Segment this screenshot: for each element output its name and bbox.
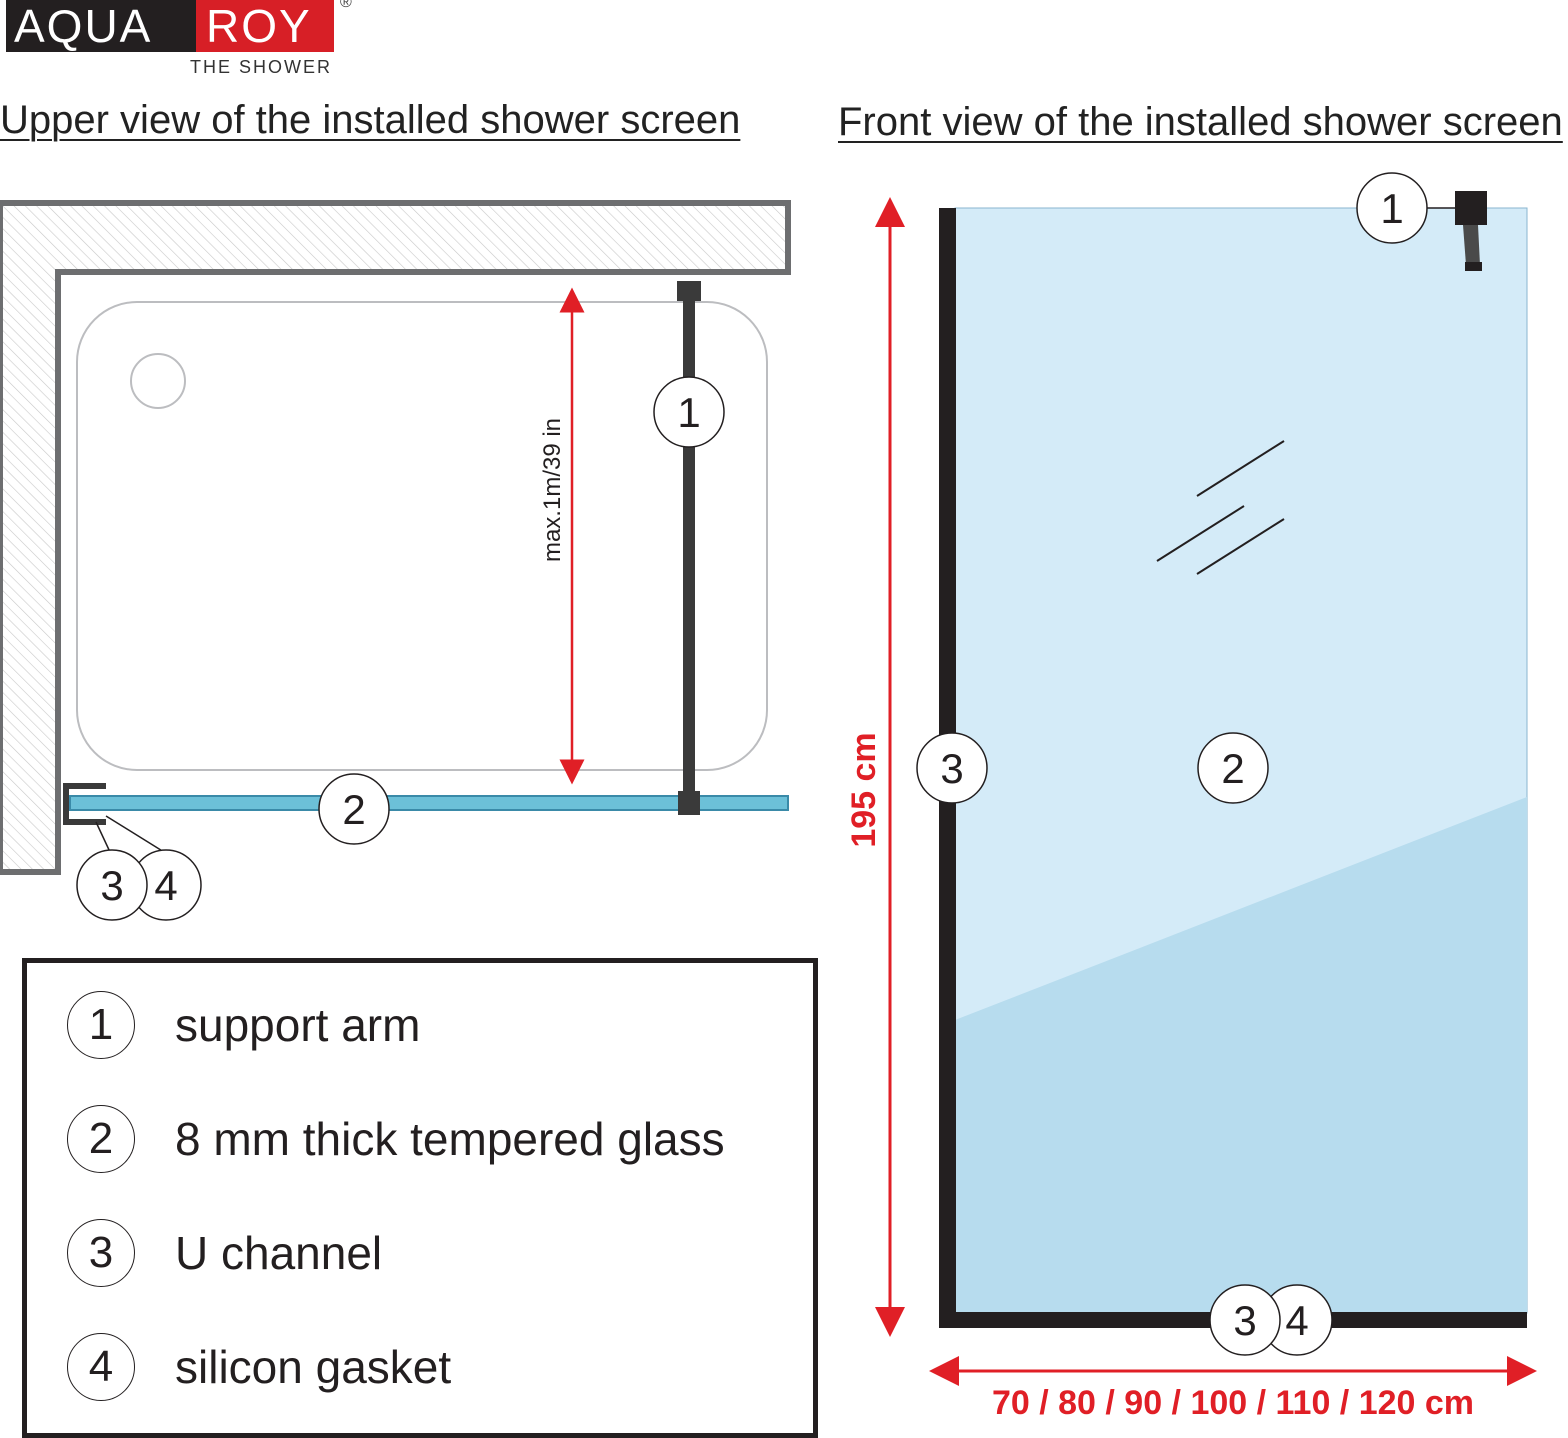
callout-front-2: 2 xyxy=(1197,732,1269,804)
support-arm-bracket xyxy=(1463,225,1480,265)
support-arm-clamp xyxy=(678,791,700,815)
logo-brand-right: ROY xyxy=(196,0,334,52)
height-dimension-label: 195 cm xyxy=(845,732,883,847)
callout-upper-2: 2 xyxy=(318,773,390,845)
legend-item-u-channel: 3 U channel xyxy=(67,1217,382,1289)
upper-view-title: Upper view of the installed shower scree… xyxy=(0,98,741,142)
glass-reflection xyxy=(955,797,1527,1313)
upper-view: max.1m/39 in 1 2 4 3 xyxy=(0,200,791,921)
support-arm-foot xyxy=(1465,262,1482,271)
legend-number: 1 xyxy=(67,991,135,1059)
logo-brand-left: AQUA xyxy=(6,0,196,52)
legend-label: support arm xyxy=(175,999,421,1051)
legend-label: U channel xyxy=(175,1227,383,1279)
u-channel xyxy=(63,783,106,825)
support-arm xyxy=(683,298,695,796)
legend-number: 4 xyxy=(67,1333,135,1401)
support-arm-mount xyxy=(677,281,701,301)
callout-front-3: 3 xyxy=(916,732,988,804)
leader-4 xyxy=(105,815,165,853)
support-arm-front xyxy=(1455,191,1487,225)
svg-text:3: 3 xyxy=(100,862,123,909)
callout-front-1: 1 xyxy=(1356,172,1428,244)
brand-logo: AQUA ROY xyxy=(6,0,334,52)
svg-text:1: 1 xyxy=(1380,185,1403,232)
legend-item-support-arm: 1 support arm xyxy=(67,989,420,1061)
callout-upper-1: 1 xyxy=(653,376,725,448)
shower-tray xyxy=(76,301,768,771)
svg-text:4: 4 xyxy=(154,862,177,909)
front-view-title: Front view of the installed shower scree… xyxy=(838,100,1563,144)
legend-number: 3 xyxy=(67,1219,135,1287)
max-dimension-label: max.1m/39 in xyxy=(539,418,566,562)
legend-label: silicon gasket xyxy=(175,1341,452,1393)
glass-top-view xyxy=(69,795,789,811)
legend-label: 8 mm thick tempered glass xyxy=(175,1113,725,1165)
svg-text:1: 1 xyxy=(677,389,700,436)
svg-text:2: 2 xyxy=(1221,745,1244,792)
front-view: 195 cm 70 / 80 / 90 / 100 / 110 / 120 cm… xyxy=(845,172,1537,1417)
wall xyxy=(0,200,791,875)
legend-item-silicon-gasket: 4 silicon gasket xyxy=(67,1331,451,1403)
registered-mark: ® xyxy=(340,0,352,11)
glass-shine-line xyxy=(1196,518,1285,575)
callout-front-3b: 3 xyxy=(1209,1284,1281,1356)
svg-text:2: 2 xyxy=(342,786,365,833)
callout-upper-3: 3 xyxy=(76,849,148,921)
glass-shine-line xyxy=(1196,440,1285,497)
logo-tagline: THE SHOWER xyxy=(190,57,333,77)
svg-text:3: 3 xyxy=(1233,1297,1256,1344)
leader-3 xyxy=(95,821,111,853)
glass-shine-line xyxy=(1156,505,1245,562)
legend: 1 support arm 2 8 mm thick tempered glas… xyxy=(22,958,818,1438)
width-dimension-label: 70 / 80 / 90 / 100 / 110 / 120 cm xyxy=(992,1384,1474,1417)
svg-text:3: 3 xyxy=(940,745,963,792)
drain-icon xyxy=(130,353,186,409)
legend-number: 2 xyxy=(67,1105,135,1173)
legend-item-glass: 2 8 mm thick tempered glass xyxy=(67,1103,725,1175)
svg-text:4: 4 xyxy=(1285,1297,1308,1344)
